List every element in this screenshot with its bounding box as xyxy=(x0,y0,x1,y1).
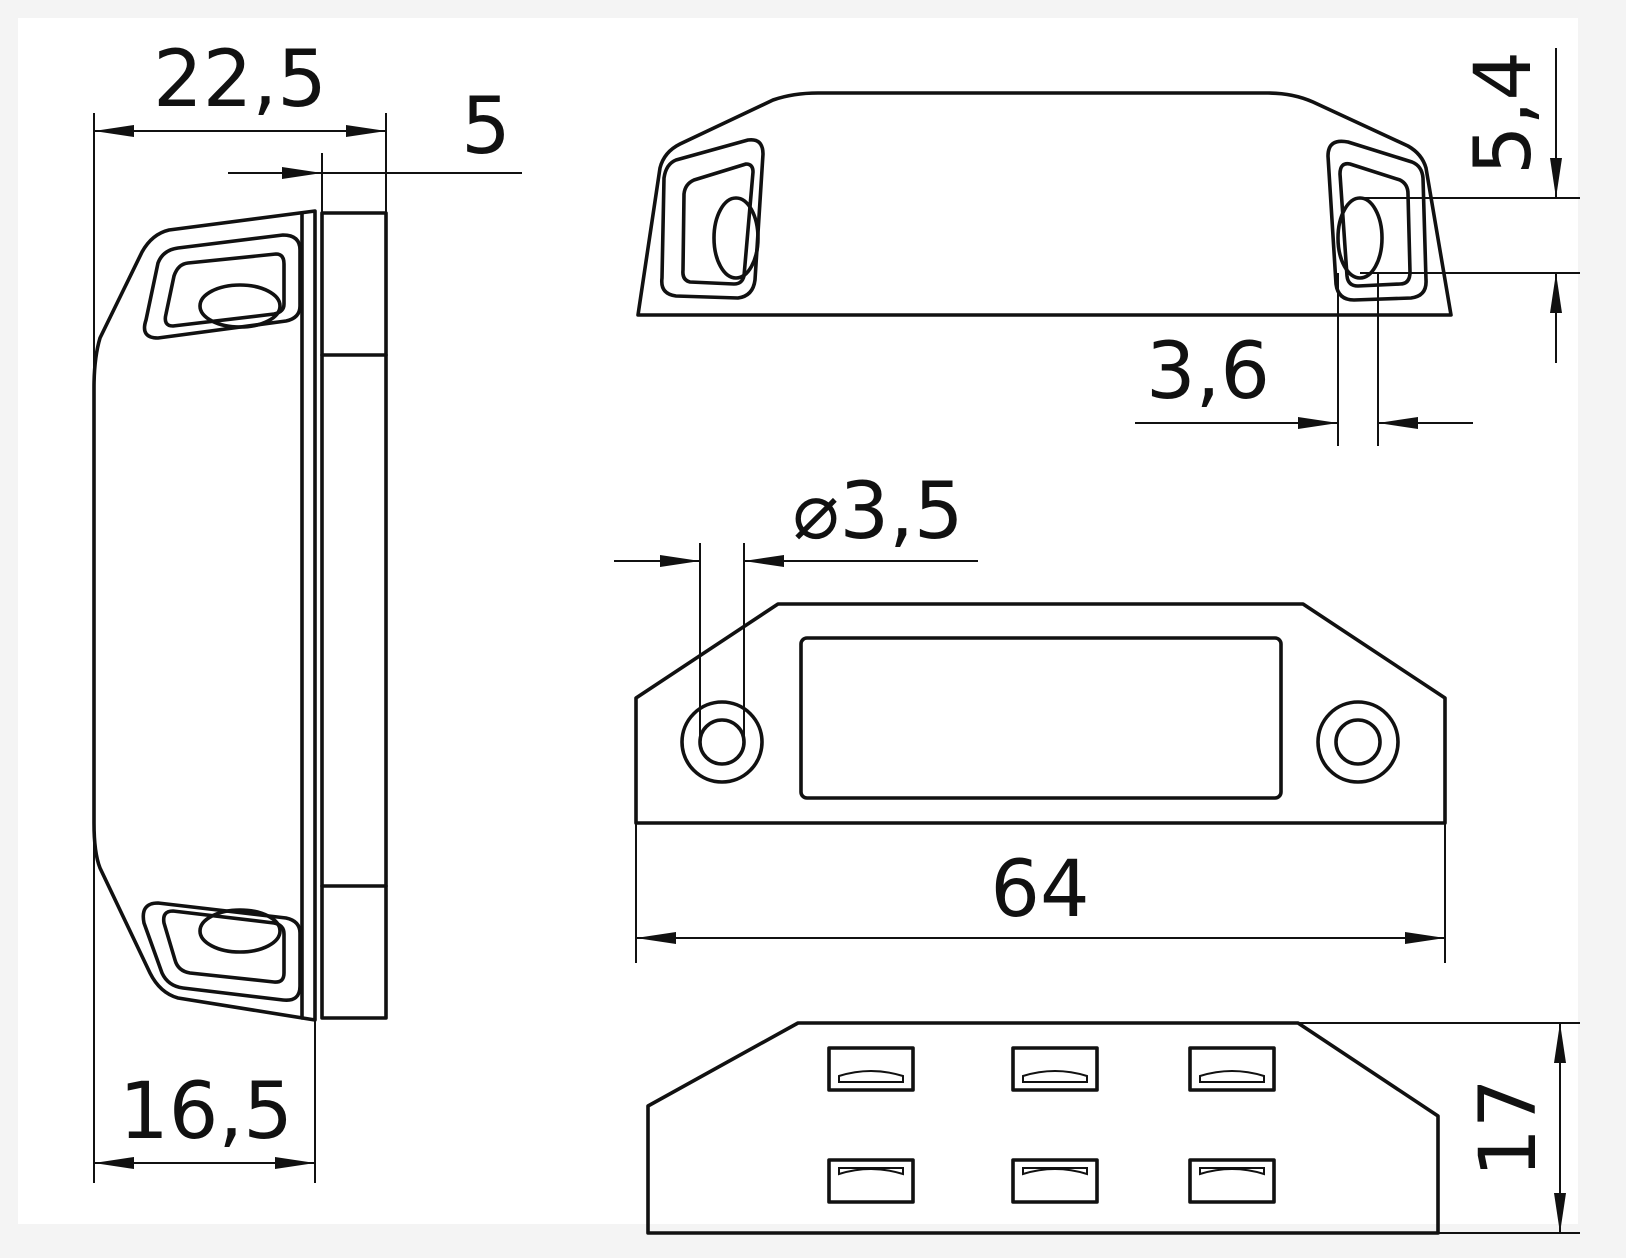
left-hole-inner xyxy=(698,718,746,766)
top-left-boss-outer xyxy=(659,137,765,300)
left-hole-outer xyxy=(680,700,764,784)
vent-slot xyxy=(827,1158,915,1204)
front-view: ⌀3,5 64 xyxy=(614,467,1447,963)
technical-drawing-sheet: 22,5 5 16,5 5,4 3,6 xyxy=(18,18,1580,1235)
magnet-window xyxy=(799,636,1283,800)
lower-screw-boss-inner xyxy=(161,909,286,984)
magnetic-catch-drawing: 22,5 5 16,5 5,4 3,6 xyxy=(92,35,1580,1235)
vent-slot xyxy=(1011,1046,1099,1092)
vent-slot xyxy=(1011,1158,1099,1204)
dim-slot-width: 3,6 xyxy=(1146,327,1270,417)
dim-total-depth: 22,5 xyxy=(153,35,327,125)
vent-slot xyxy=(1188,1158,1276,1204)
vent-slot xyxy=(1188,1046,1276,1092)
vent-slot xyxy=(827,1046,915,1092)
dim-length: 64 xyxy=(990,845,1089,935)
dim-body-depth: 16,5 xyxy=(119,1067,293,1157)
dim-slot-height: 5,4 xyxy=(1459,51,1549,175)
right-hole-inner xyxy=(1334,718,1382,766)
top-left-boss-inner xyxy=(681,162,755,286)
upper-screw-hole xyxy=(198,283,282,329)
dim-plate-thickness: 5 xyxy=(461,82,511,172)
top-left-slot xyxy=(712,196,760,280)
lower-screw-hole xyxy=(198,908,282,954)
dim-height: 17 xyxy=(1464,1078,1554,1177)
right-hole-outer xyxy=(1316,700,1400,784)
mounting-plate xyxy=(320,211,388,1020)
dim-hole-diameter: ⌀3,5 xyxy=(792,467,963,557)
top-view: 5,4 3,6 xyxy=(636,48,1580,446)
top-right-boss-inner xyxy=(1338,161,1412,288)
side-view: 22,5 5 16,5 xyxy=(92,35,522,1183)
upper-screw-boss-inner xyxy=(163,252,286,328)
top-body-outline xyxy=(636,91,1453,317)
bottom-view: 17 xyxy=(646,1021,1580,1235)
upper-screw-boss-outer xyxy=(142,233,302,340)
lower-screw-boss-outer xyxy=(141,901,302,1003)
top-right-boss-outer xyxy=(1326,139,1428,302)
